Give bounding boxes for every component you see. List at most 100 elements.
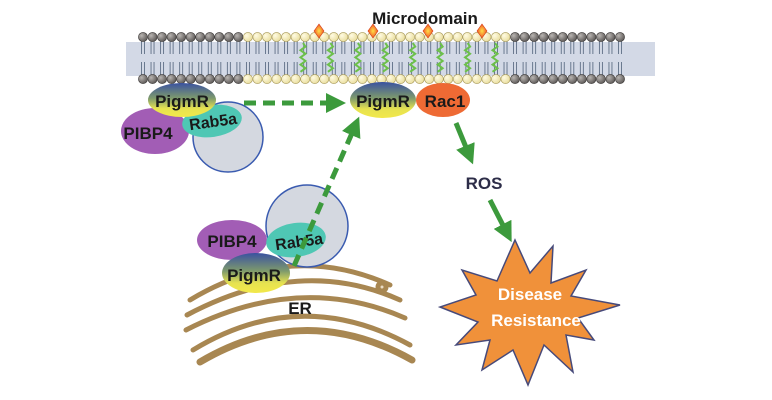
lipid-head-raft xyxy=(347,74,358,84)
lipid-head xyxy=(557,32,568,42)
lipid-head xyxy=(567,32,578,42)
er-cisterna-2 xyxy=(184,278,403,318)
lipid-tail xyxy=(169,41,174,75)
lipid-head-raft xyxy=(500,74,511,84)
endoplasmic-reticulum xyxy=(183,263,416,366)
lipid-head-raft xyxy=(395,32,406,42)
lipid-tail xyxy=(370,41,374,75)
lipid-bilayer xyxy=(138,32,625,84)
lipid-head xyxy=(233,74,244,84)
lipid-tail xyxy=(350,41,355,75)
lipid-head-raft xyxy=(319,74,330,84)
lipid-head-raft xyxy=(376,32,387,42)
lipid-head xyxy=(586,74,597,84)
lipid-tail xyxy=(551,41,556,75)
er-label: ER xyxy=(288,299,312,318)
lipid-head-raft xyxy=(462,74,473,84)
lipid-head-raft xyxy=(462,32,473,42)
lipid-head xyxy=(147,74,158,84)
lipid-head-raft xyxy=(414,32,425,42)
lipid-head xyxy=(204,74,215,84)
signal-arrows xyxy=(453,122,512,243)
rac1-label: Rac1 xyxy=(425,92,466,111)
lipid-head xyxy=(195,32,206,42)
lipid-head xyxy=(615,32,625,42)
lipid-tail xyxy=(274,41,279,75)
lipid-tail xyxy=(618,41,622,75)
lipid-head-raft xyxy=(309,74,320,84)
lipid-head xyxy=(605,32,616,42)
pigmr-membrane-shape xyxy=(350,82,416,118)
lipid-head xyxy=(214,32,225,42)
lipid-head-raft xyxy=(290,74,301,84)
lipid-tail xyxy=(207,41,212,75)
lipid-head-raft xyxy=(300,32,311,42)
lipid-tail xyxy=(236,41,241,75)
microdomain-marker xyxy=(422,23,434,39)
lipid-head-raft xyxy=(357,74,368,84)
pibp4-er-shape xyxy=(197,220,267,260)
pigmr-er-label: PigmR xyxy=(227,266,281,285)
lipid-tail xyxy=(322,41,327,75)
left-complex: PigmR PIBP4 Rab5a xyxy=(121,83,264,173)
lipid-head-raft xyxy=(328,74,339,84)
er-cisterna-3 xyxy=(183,295,408,333)
lipid-head xyxy=(147,32,158,42)
lipid-tail xyxy=(398,41,403,75)
lipid-head-raft xyxy=(443,74,454,84)
lipid-head-raft xyxy=(338,32,349,42)
lipid-head xyxy=(157,74,167,84)
lipid-tail xyxy=(513,41,518,75)
pibp4-er-label: PIBP4 xyxy=(207,232,257,251)
lipid-head-raft xyxy=(300,74,311,84)
lipid-tail xyxy=(360,41,365,75)
lipid-head-raft xyxy=(491,74,501,84)
lipid-tail xyxy=(379,41,384,75)
microdomain-marker xyxy=(367,23,379,39)
lipid-head-raft xyxy=(405,74,416,84)
lipid-tail xyxy=(598,41,603,75)
er-cisterna-4 xyxy=(190,313,413,353)
raft-protein xyxy=(353,42,363,73)
lipid-tail xyxy=(141,41,145,75)
pigmr-left-shape xyxy=(148,83,216,117)
lipid-head xyxy=(195,74,206,84)
lipid-head xyxy=(576,74,587,84)
lipid-head-raft xyxy=(414,74,425,84)
ros-label: ROS xyxy=(466,174,503,193)
arrow-rac1-to-ros xyxy=(453,122,475,165)
membrane-complex: PigmR Rac1 xyxy=(350,82,470,118)
microdomain-marker xyxy=(313,23,325,39)
lipid-head xyxy=(223,32,234,42)
lipid-head xyxy=(185,74,196,84)
pibp4-left-shape xyxy=(121,108,189,154)
lipid-head xyxy=(557,74,568,84)
lipid-head-raft xyxy=(395,74,406,84)
lipid-tail xyxy=(188,41,193,75)
lipid-tail xyxy=(226,41,231,75)
lipid-head-raft xyxy=(481,74,492,84)
lipid-tail xyxy=(455,41,460,75)
raft-protein xyxy=(326,42,335,73)
lipid-head xyxy=(519,32,530,42)
raft-protein xyxy=(435,42,445,73)
lipid-head xyxy=(176,74,187,84)
lipid-tail xyxy=(198,41,203,75)
lipid-head xyxy=(615,74,625,84)
lipid-head-raft xyxy=(452,32,463,42)
lipid-head-raft xyxy=(252,74,263,84)
lipid-head xyxy=(519,74,530,84)
lipid-head xyxy=(529,74,540,84)
lipid-head-raft xyxy=(262,74,272,84)
lipid-head-raft xyxy=(500,32,511,42)
lipid-tail xyxy=(245,41,250,75)
lipid-head xyxy=(510,74,520,84)
lipid-head-raft xyxy=(443,32,454,42)
er-complex: PIBP4 Rab5a PigmR xyxy=(197,184,349,293)
lipid-tail xyxy=(446,41,451,75)
lipid-head xyxy=(176,32,187,42)
lipid-head xyxy=(576,32,587,42)
lipid-head xyxy=(185,32,196,42)
